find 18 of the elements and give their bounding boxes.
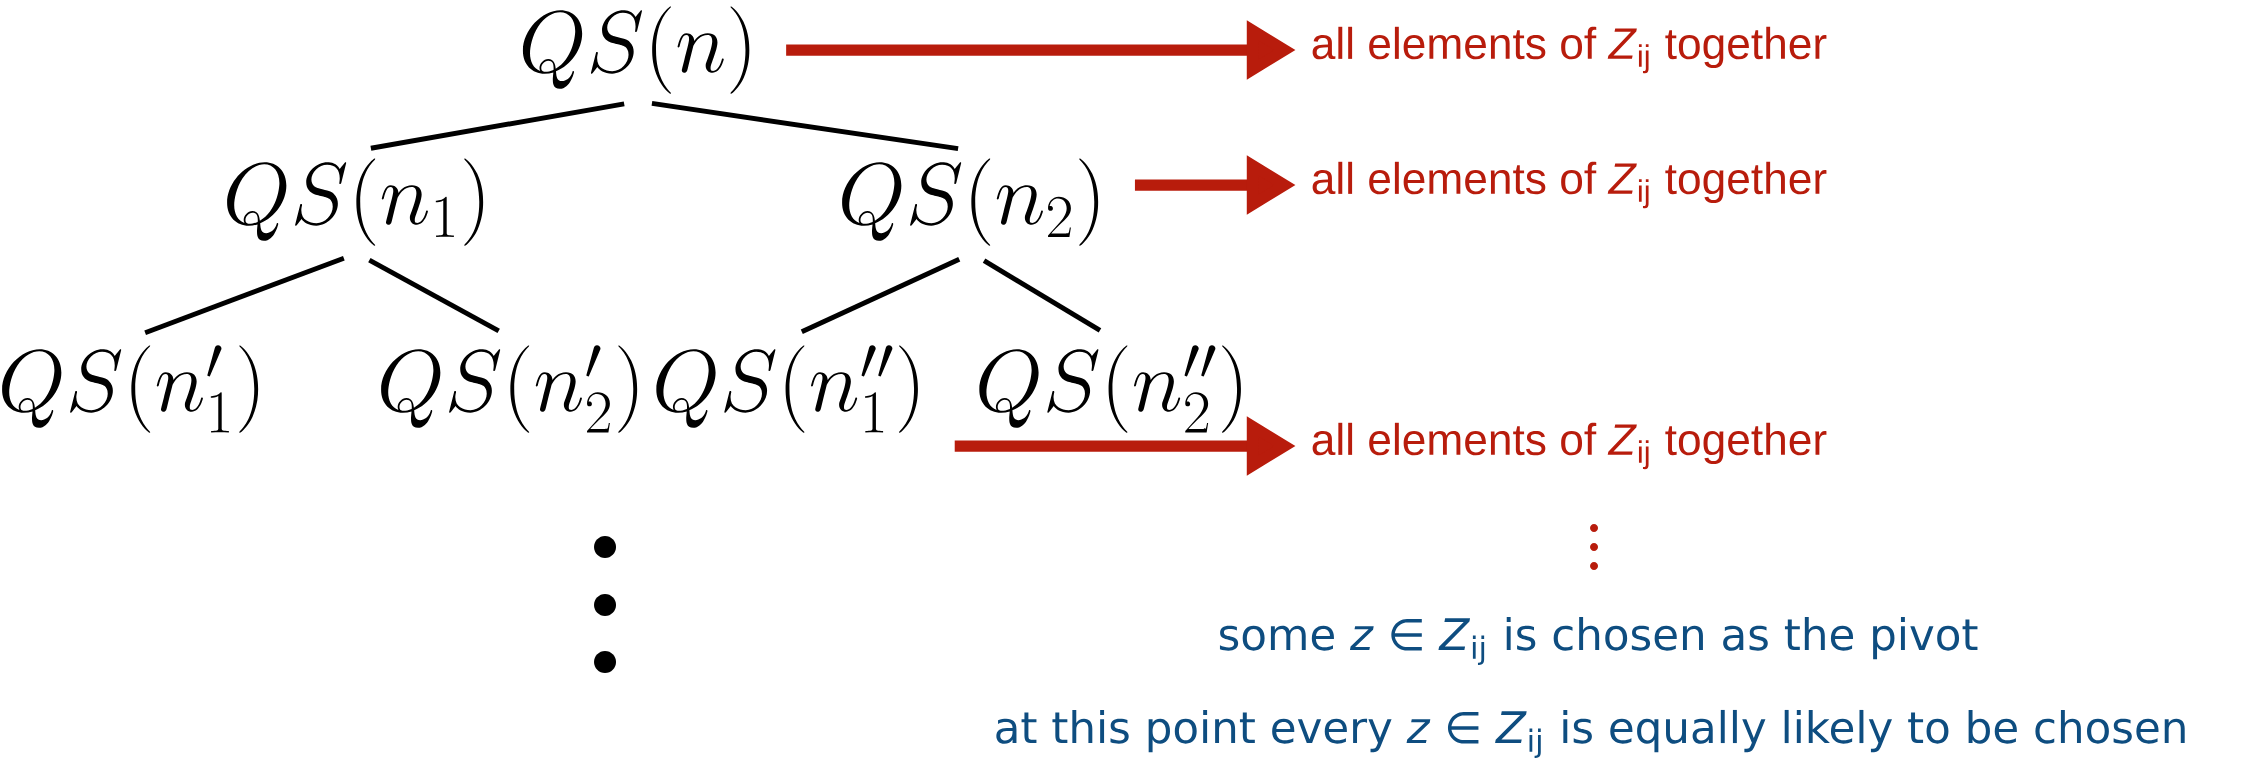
tree-line <box>144 256 345 335</box>
note-text: some z ∈ Z$_{ij}$ is chosen as the pivot <box>1219 616 1978 666</box>
tree-line <box>651 101 959 151</box>
result-text: all elements of Z$_{ij}$ together <box>1312 26 1827 74</box>
formula-label: $QS(n_1)$ <box>227 158 484 246</box>
tree-line <box>982 258 1102 333</box>
result-text: all elements of Z$_{ij}$ together <box>1312 161 1827 209</box>
formula-label: $QS(n''_2)$ <box>979 345 1241 433</box>
formula-label: $QS(n'_2)$ <box>381 345 638 433</box>
tree-line <box>368 257 500 334</box>
tree-line <box>800 257 961 334</box>
note-text: at this point every z ∈ Z$_{ij}$ is equally likely to be chosen <box>996 709 2185 759</box>
formula-label: $QS(n_2)$ <box>842 158 1099 246</box>
formula-label: $QS(n)$ <box>522 6 750 94</box>
formula-label: $QS(n'_1)$ <box>2 345 259 433</box>
tree-line <box>370 101 625 151</box>
result-text: all elements of Z$_{ij}$ together <box>1312 422 1827 470</box>
formula-label: $QS(n''_1)$ <box>656 345 918 433</box>
